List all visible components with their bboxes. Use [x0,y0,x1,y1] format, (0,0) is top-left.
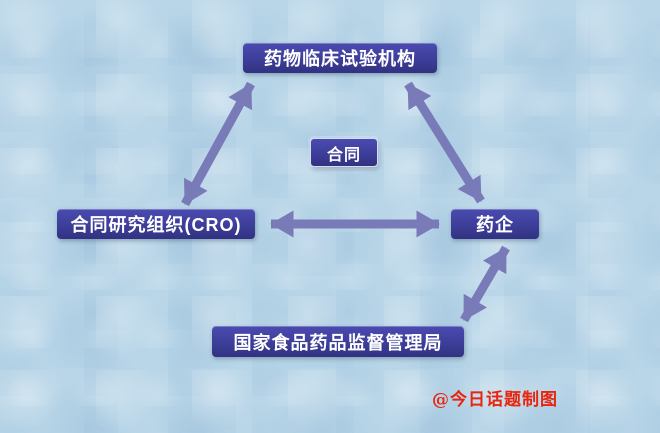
arrow-institution-pharma [404,81,485,204]
node-contract: 合同 [310,138,378,167]
node-cfda-regulator: 国家食品药品监督管理局 [212,326,464,357]
node-cro: 合同研究组织(CRO) [57,209,255,239]
credit-text: @今日话题制图 [432,390,558,410]
arrow-pharma-regulator [460,245,510,323]
node-clinical-trial-institution: 药物临床试验机构 [243,43,437,73]
node-pharma-company: 药企 [451,209,539,239]
arrow-cro-institution [181,81,255,207]
